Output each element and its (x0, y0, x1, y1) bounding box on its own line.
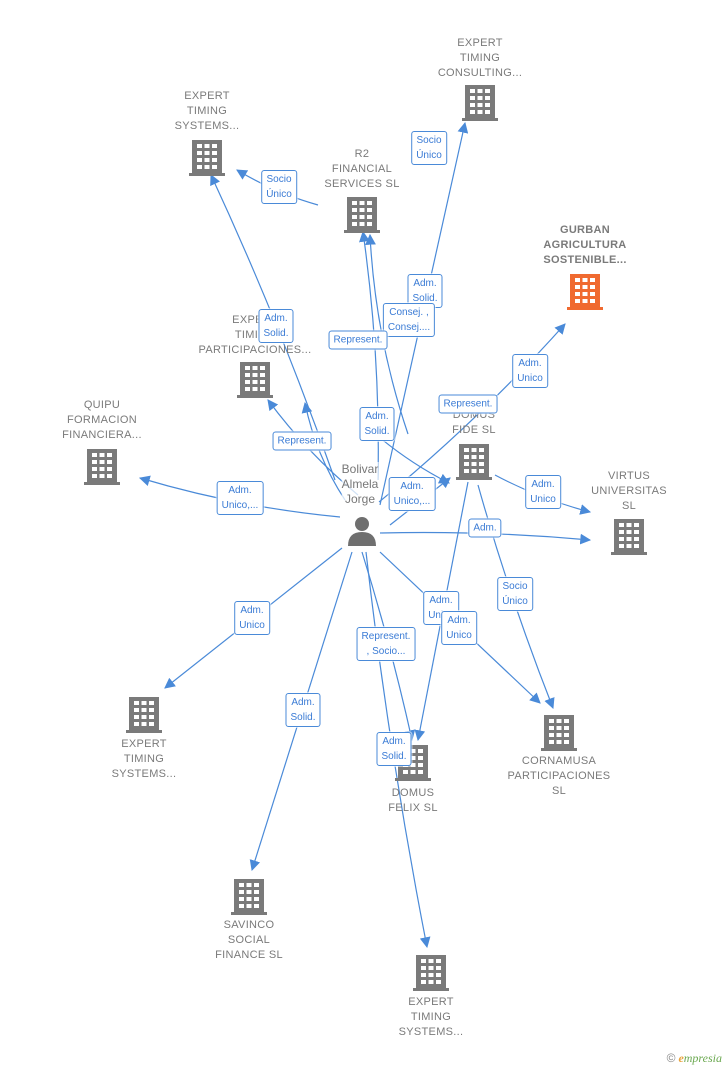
person-icon[interactable] (348, 517, 376, 546)
company-label-virtus[interactable]: VIRTUS UNIVERSITAS SL (591, 470, 667, 512)
building-icon-cornamusa[interactable] (541, 715, 577, 751)
edge-label-adm-solid-systems-top[interactable]: Adm. Solid. (258, 309, 294, 343)
edge-label-represent-r2[interactable]: Represent. (328, 330, 388, 350)
edge-label-represent-participaciones[interactable]: Represent. (272, 431, 332, 451)
edge-label-adm-solid-consulting[interactable]: Adm. Solid. (407, 274, 443, 308)
company-label-r2-financial[interactable]: R2 FINANCIAL SERVICES SL (324, 148, 400, 190)
person-body (348, 532, 376, 546)
building-icon-savinco[interactable] (231, 879, 267, 915)
edge-line-3 (359, 230, 379, 481)
building-icon-r2-financial[interactable] (344, 197, 380, 233)
edge-label-socio-unico-consulting[interactable]: Socio Único (411, 131, 447, 165)
company-label-expert-timing-consulting[interactable]: EXPERT TIMING CONSULTING... (437, 37, 523, 79)
company-label-gurban[interactable]: GURBAN AGRICULTURA SOSTENIBLE... (543, 224, 627, 266)
edge-label-adm-solid-felix[interactable]: Adm. Solid. (376, 732, 412, 766)
edge-label-adm-solid-savinco[interactable]: Adm. Solid. (285, 693, 321, 727)
building-icon-expert-timing-systems-left[interactable] (126, 697, 162, 733)
brand-logo: © empresia (666, 1051, 722, 1065)
building-icon-expert-timing-systems-bottom[interactable] (413, 955, 449, 991)
edge-label-adm-unico-virtus-fide[interactable]: Adm. Unico (525, 475, 561, 509)
company-label-expert-timing-systems-top[interactable]: EXPERT TIMING SYSTEMS... (174, 90, 240, 132)
edge-label-adm-unico-domus-fide[interactable]: Adm. Unico,... (388, 477, 436, 511)
person-head (355, 517, 369, 531)
building-icon-domus-fide[interactable] (456, 444, 492, 480)
edge-label-socio-unico-systems-top[interactable]: Socio Único (261, 170, 297, 204)
edge-label-adm-virtus[interactable]: Adm. (468, 518, 502, 538)
company-label-domus-felix[interactable]: DOMUS FELIX SL (388, 787, 438, 814)
edge-label-represent-gurban[interactable]: Represent. (438, 394, 498, 414)
company-label-savinco[interactable]: SAVINCO SOCIAL FINANCE SL (215, 919, 283, 961)
nodes (84, 85, 647, 991)
building-icon-gurban[interactable] (567, 274, 603, 310)
building-icon-expert-timing-systems-top[interactable] (189, 140, 225, 176)
company-label-expert-timing-systems-left[interactable]: EXPERT TIMING SYSTEMS... (111, 738, 177, 780)
building-icon-expert-timing-participaciones[interactable] (237, 362, 273, 398)
edge-label-consej-r2[interactable]: Consej. , Consej.... (382, 303, 436, 337)
edge-label-socio-unico-cornamusa[interactable]: Socio Único (497, 577, 533, 611)
edge-label-adm-unico-cornamusa[interactable]: Adm. Unico (441, 611, 477, 645)
building-icon-quipu[interactable] (84, 449, 120, 485)
edge-line-7 (301, 401, 346, 501)
company-label-quipu[interactable]: QUIPU FORMACION FINANCIERA... (62, 399, 142, 441)
building-icon-expert-timing-consulting[interactable] (462, 85, 498, 121)
edge-label-adm-solid-domus-fide[interactable]: Adm. Solid. (359, 407, 395, 441)
building-icon-virtus[interactable] (611, 519, 647, 555)
company-label-cornamusa[interactable]: CORNAMUSA PARTICIPACIONES SL (507, 755, 611, 797)
company-label-expert-timing-systems-bottom[interactable]: EXPERT TIMING SYSTEMS... (398, 996, 464, 1038)
edge-label-adm-unico-systems-left[interactable]: Adm. Unico (234, 601, 270, 635)
edge-label-adm-unico-quipu[interactable]: Adm. Unico,... (216, 481, 264, 515)
company-label-expert-timing-participaciones[interactable]: EXPERT TIMING PARTICIPACIONES... (198, 314, 312, 356)
person-name-label: Bolivar Almela Jorge (341, 462, 379, 507)
edge-label-represent-socio-felix[interactable]: Represent. , Socio... (356, 627, 416, 661)
edge-label-adm-unico-gurban[interactable]: Adm. Unico (512, 354, 548, 388)
